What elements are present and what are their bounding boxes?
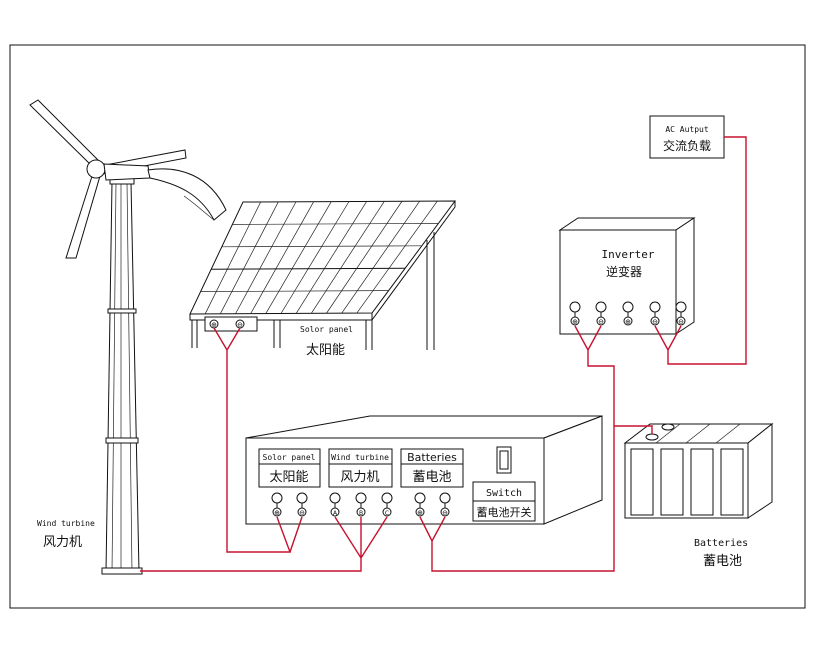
controller-terminal-solar-negative: ⊖ (296, 492, 308, 517)
inverter-label-en: Inverter (602, 248, 655, 261)
wind-turbine-nacelle (103, 163, 227, 221)
svg-text:⊖: ⊖ (237, 321, 243, 329)
controller-terminal-battery-negative: ⊖ (439, 492, 451, 517)
svg-text:⊖: ⊖ (598, 318, 604, 326)
solar-terminal-positive: ⊕ (209, 319, 219, 329)
wire-wind-to-controller (140, 516, 388, 572)
solar-grid-col (311, 201, 385, 314)
solar-grid-col (220, 201, 279, 314)
controller-wind-section: Wind turbine 风力机 (328, 448, 393, 488)
solar-grid-col (356, 200, 438, 314)
svg-text:⊖: ⊖ (652, 318, 658, 326)
solar-grid-row (211, 267, 406, 270)
solar-grid-col (326, 201, 403, 314)
solar-grid-col (280, 201, 350, 314)
solar-grid-col (341, 200, 420, 314)
svg-text:⊖: ⊖ (678, 318, 684, 326)
outer-frame (9, 44, 806, 609)
solar-panel: ⊕ ⊖ Solor panel 太阳能 (189, 200, 456, 358)
solar-junction-box (204, 316, 258, 332)
svg-text:C: C (385, 510, 389, 517)
wiring (140, 136, 747, 572)
controller: Solor panel 太阳能 Wind turbine 风力机 Batteri… (245, 415, 603, 525)
controller-terminal-wind-c: C (381, 492, 393, 517)
svg-text:⊕: ⊕ (211, 321, 217, 329)
solar-panel-grid (200, 200, 439, 315)
solar-panel-label-en: Solor panel (300, 325, 353, 334)
controller-battery-label-zh: 蓄电池 (412, 470, 451, 485)
controller-switch-label-en: Switch (486, 488, 522, 499)
inverter-terminal-3: ⊕ (622, 301, 634, 326)
controller-wind-label-zh: 风力机 (340, 470, 379, 485)
wire-inverter-to-ac-output (654, 136, 747, 365)
solar-terminal-negative: ⊖ (235, 319, 245, 329)
wind-turbine: Wind turbine 风力机 (29, 99, 227, 575)
svg-text:B: B (359, 510, 363, 517)
batteries-label-zh: 蓄电池 (703, 554, 742, 569)
controller-terminal-wind-a: A (329, 492, 341, 517)
controller-terminal-battery-positive: ⊕ (414, 492, 426, 517)
wire-inverter-to-battery (574, 325, 615, 426)
controller-solar-label-en: Solor panel (263, 453, 316, 462)
ac-output-label-en: AC Autput (665, 125, 709, 134)
solar-panel-stand (191, 232, 435, 350)
wind-turbine-label-en: Wind turbine (37, 519, 95, 528)
controller-terminal-wind-b: B (355, 492, 367, 517)
wind-turbine-blades (29, 99, 187, 259)
controller-battery-label-en: Batteries (407, 451, 457, 464)
svg-text:⊕: ⊕ (417, 509, 423, 517)
wind-turbine-label-zh: 风力机 (43, 535, 82, 550)
svg-text:⊕: ⊕ (572, 318, 578, 326)
solar-panel-surface (189, 200, 456, 315)
inverter-terminal-4: ⊖ (649, 301, 661, 326)
wind-turbine-tower (101, 177, 143, 575)
inverter: Inverter 逆变器 ⊕ ⊖ ⊕ ⊖ ⊖ (558, 217, 696, 335)
controller-battery-section: Batteries 蓄电池 (400, 448, 464, 488)
inverter-terminal-1: ⊕ (569, 301, 581, 326)
inverter-label-zh: 逆变器 (606, 264, 642, 279)
solar-grid-col (250, 201, 314, 314)
controller-solar-section: Solor panel 太阳能 (258, 448, 321, 488)
solar-grid-row (232, 223, 439, 225)
solar-grid-col (235, 201, 297, 314)
solar-grid-row (200, 290, 389, 292)
solar-grid-col (265, 201, 332, 314)
solar-grid-row (221, 245, 422, 248)
inverter-terminal-5: ⊖ (675, 301, 687, 326)
wire-controller-to-battery (419, 425, 653, 572)
ac-output: AC Autput 交流负载 (649, 115, 725, 159)
svg-text:⊕: ⊕ (274, 509, 280, 517)
solar-grid-col (204, 201, 261, 315)
svg-text:⊖: ⊖ (299, 509, 305, 517)
svg-text:⊕: ⊕ (625, 318, 631, 326)
controller-switch-label-zh: 蓄电池开关 (477, 505, 532, 519)
controller-solar-label-zh: 太阳能 (269, 470, 308, 485)
batteries-label-en: Batteries (694, 538, 748, 549)
solar-panel-label-zh: 太阳能 (306, 343, 345, 358)
controller-terminal-solar-positive: ⊕ (271, 492, 283, 517)
ac-output-label-zh: 交流负载 (663, 138, 711, 153)
inverter-terminal-2: ⊖ (595, 301, 607, 326)
solar-grid-col (295, 201, 367, 314)
controller-switch: Switch 蓄电池开关 (472, 446, 536, 522)
battery-bank: Batteries 蓄电池 (623, 422, 774, 569)
controller-wind-label-en: Wind turbine (331, 453, 389, 462)
wire-solar-to-controller (213, 327, 303, 553)
svg-text:A: A (333, 510, 338, 517)
svg-text:⊖: ⊖ (442, 509, 448, 517)
